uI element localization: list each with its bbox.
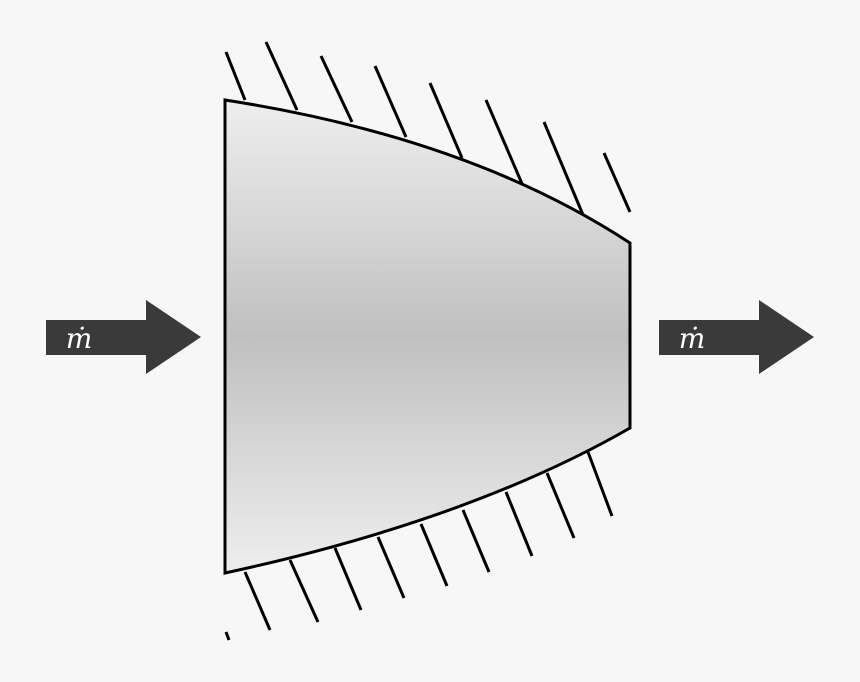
nozzle-body	[223, 98, 632, 575]
bottom-wall-hatching	[224, 451, 614, 641]
inlet-arrow: ṁ	[46, 300, 201, 374]
outlet-mass-flow-label: ṁ	[679, 322, 706, 355]
inlet-mass-flow-label: ṁ	[66, 322, 93, 355]
top-wall-hatching	[224, 41, 632, 223]
outlet-arrow: ṁ	[659, 300, 814, 374]
